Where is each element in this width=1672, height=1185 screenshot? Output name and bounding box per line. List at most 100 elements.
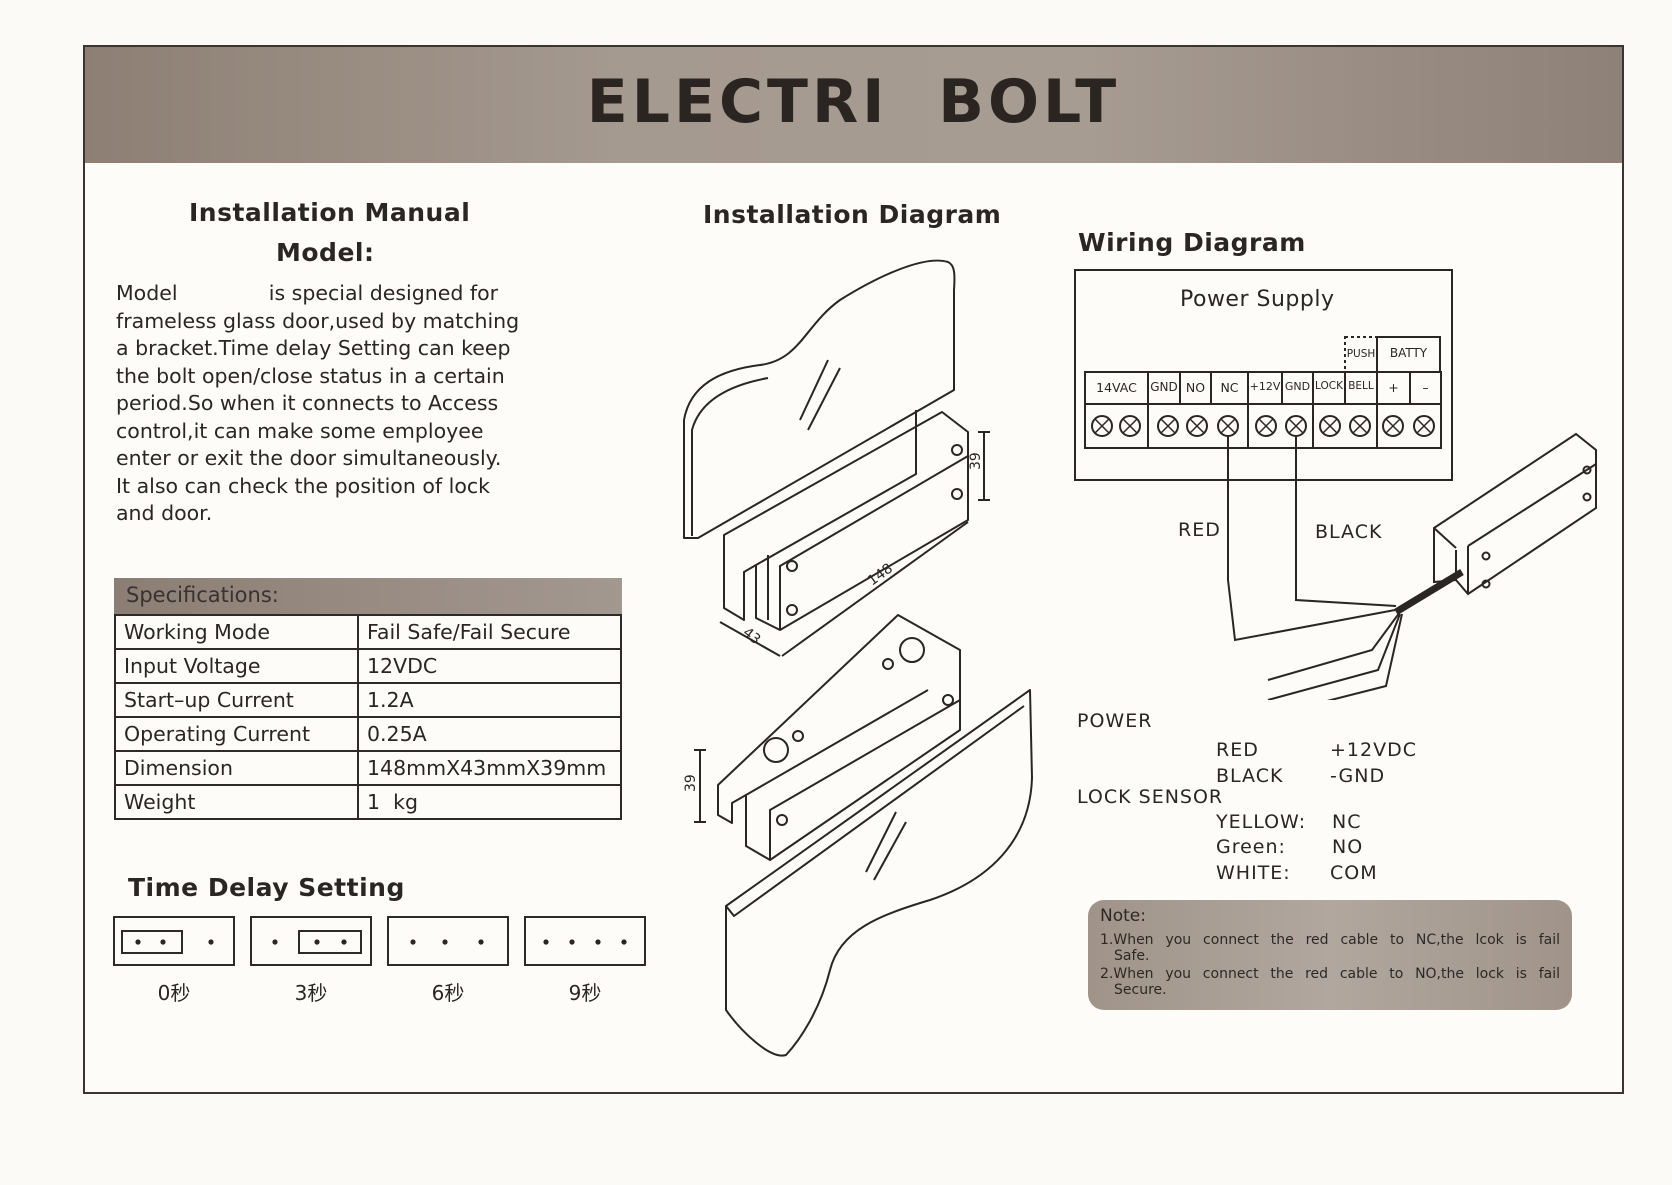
wiring-drawing	[1074, 269, 1597, 700]
manual-heading: Installation Manual	[189, 198, 471, 227]
push-label: PUSH	[1346, 348, 1376, 360]
terminal-label-gnd2: GND	[1284, 380, 1311, 393]
dim-39-lower-line	[694, 749, 706, 823]
note-box: Note: 1.When you connect the red cable t…	[1088, 900, 1572, 1010]
power-black-value: -GND	[1330, 765, 1386, 787]
dim-39-upper: 39	[968, 452, 984, 470]
jumper-cap	[121, 930, 183, 954]
delay-label: 0秒	[157, 981, 191, 1005]
note-title: Note:	[1100, 906, 1146, 926]
spec-key: Weight	[114, 784, 359, 820]
lower-bracket-edge	[745, 650, 961, 860]
black-wire-label: BLACK	[1315, 521, 1383, 543]
lower-glass-edge	[725, 705, 1025, 917]
dim-39-line	[978, 431, 990, 501]
spec-value: 0.25A	[357, 716, 622, 752]
spec-value: Fail Safe/Fail Secure	[357, 614, 622, 650]
bolt-body	[1433, 432, 1597, 596]
power-red-value: +12VDC	[1330, 739, 1417, 761]
dim-39-lower: 39	[683, 774, 699, 792]
glass-shine-lower	[865, 811, 907, 881]
model-label: Model:	[276, 238, 375, 267]
cable-sheath	[1394, 569, 1464, 615]
note-line-2-cont: Secure.	[1114, 982, 1167, 998]
jumper-pins	[410, 939, 484, 945]
terminal-label-14vac: 14VAC	[1096, 380, 1137, 395]
paragraph-line: and door.	[116, 501, 213, 525]
loose-wire-2	[1267, 613, 1401, 700]
delay-jumper-0	[113, 916, 235, 966]
terminal-label-no: NO	[1185, 380, 1206, 395]
spec-key: Working Mode	[114, 614, 359, 650]
sensor-white-color: WHITE:	[1216, 862, 1291, 884]
paragraph-line: the bolt open/close status in a certain	[116, 363, 505, 388]
terminal-screw-row	[1084, 403, 1442, 449]
paragraph-line: period.So when it connects to Access	[116, 391, 499, 415]
delay-jumper-3	[250, 916, 372, 966]
dim-148-line	[781, 521, 969, 657]
terminal-screws	[1091, 415, 1435, 437]
specifications-heading: Specifications:	[126, 583, 279, 607]
terminal-label-12v: +12V	[1249, 380, 1281, 393]
upper-bracket-top	[755, 410, 969, 630]
terminal-label-bell: BELL	[1348, 380, 1374, 392]
installation-drawing: 39 148 43 39	[683, 259, 1033, 1057]
red-wire-label: RED	[1178, 519, 1221, 541]
specifications-header: Specifications:	[114, 578, 622, 614]
note-line-1-cont: Safe.	[1114, 948, 1150, 964]
lower-glass-pane	[725, 689, 1033, 1057]
terminal-label-minus: –	[1422, 380, 1429, 395]
jumper-pins	[135, 939, 214, 945]
sensor-green-value: NO	[1332, 836, 1364, 858]
delay-jumper-6	[387, 916, 509, 966]
upper-bracket-body	[723, 411, 969, 631]
terminal-label-lock: LOCK	[1315, 380, 1343, 392]
black-wire	[1295, 436, 1397, 607]
sensor-green-color: Green:	[1216, 836, 1286, 858]
spec-value: 1.2A	[357, 682, 622, 718]
paragraph-line: It also can check the position of lock	[116, 473, 491, 498]
title-banner: ELECTRI BOLT	[85, 47, 1622, 163]
spec-value: 12VDC	[357, 648, 622, 684]
wiring-diagram-heading: Wiring Diagram	[1078, 228, 1306, 257]
batty-label: BATTY	[1389, 346, 1428, 360]
jumper-pins	[272, 939, 347, 945]
delay-jumper-9	[524, 916, 646, 966]
lock-sensor-label: LOCK SENSOR	[1077, 786, 1224, 808]
document-title: ELECTRI BOLT	[586, 67, 1121, 137]
power-supply-box	[1074, 269, 1453, 481]
terminal-dividers	[1147, 372, 1411, 404]
red-wire	[1227, 436, 1396, 642]
power-label: POWER	[1077, 710, 1153, 732]
terminal-crosses	[1094, 418, 1432, 434]
delay-label: 3秒	[294, 981, 328, 1005]
paragraph-line: frameless glass door,used by matching	[116, 308, 520, 333]
upper-glass-edge	[691, 377, 769, 536]
delay-label: 9秒	[568, 981, 602, 1005]
bolt-edge	[1433, 463, 1597, 594]
spec-value: 1 kg	[357, 784, 622, 820]
power-supply-label: Power Supply	[1180, 287, 1335, 312]
glass-shine	[799, 359, 841, 431]
sensor-yellow-color: YELLOW:	[1216, 811, 1307, 833]
sensor-white-value: COM	[1330, 862, 1378, 884]
paragraph-line: Model is special designed for	[116, 281, 499, 305]
lower-bracket-body	[717, 614, 961, 861]
paragraph-line: control,it can make some employee	[116, 418, 484, 443]
spec-key: Dimension	[114, 750, 359, 786]
loose-wire-3	[1326, 613, 1403, 700]
paragraph-line: enter or exit the door simultaneously.	[116, 446, 502, 470]
dim-43-line	[719, 621, 781, 657]
spec-value: 148mmX43mmX39mm	[357, 750, 622, 786]
spec-key: Start–up Current	[114, 682, 359, 718]
spec-key: Operating Current	[114, 716, 359, 752]
terminal-label-plus: +	[1388, 380, 1399, 395]
paragraph-line: a bracket.Time delay Setting can keep	[116, 336, 511, 360]
